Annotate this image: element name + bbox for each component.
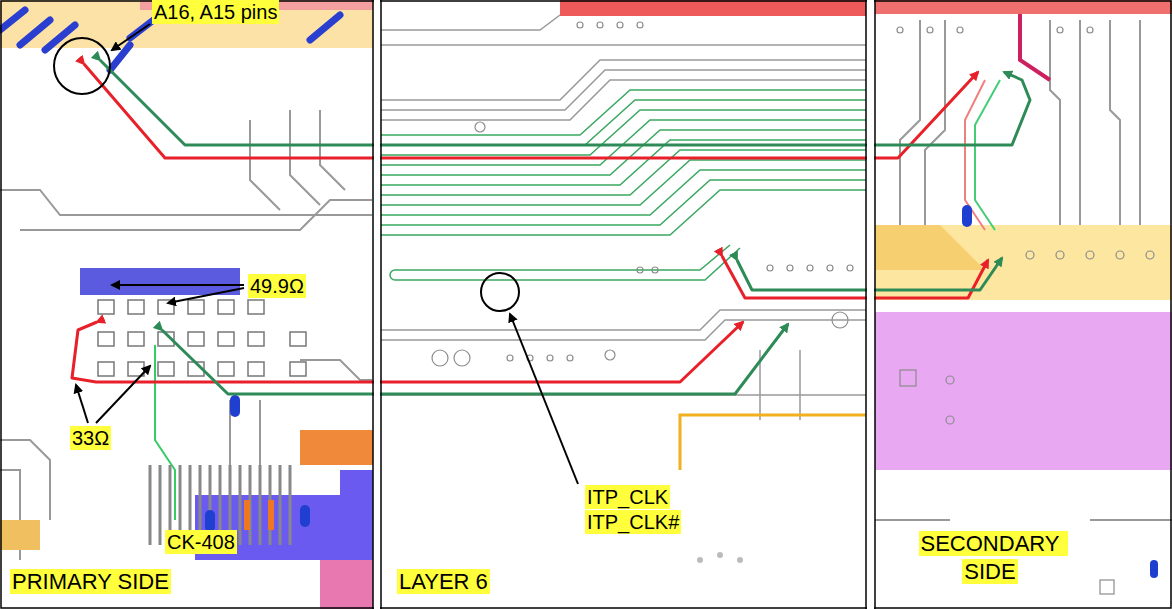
panel-title-box: LAYER 6 — [397, 568, 490, 596]
panel-title-box: PRIMARY SIDE — [10, 568, 171, 596]
panel-title: SECONDARY SIDE — [919, 531, 1068, 584]
route-arrows — [72, 60, 1030, 394]
callout-label: 49.9Ω — [248, 274, 306, 298]
panel-title: LAYER 6 — [397, 569, 490, 594]
callout-label: ITP_CLK — [585, 485, 670, 509]
callout-label: 33Ω — [70, 426, 111, 450]
layer6-panel-art — [381, 0, 866, 563]
panel-title-box: SECONDARY SIDE — [895, 530, 1085, 586]
panel-title: PRIMARY SIDE — [10, 569, 171, 594]
callout-label: A16, A15 pins — [152, 0, 279, 24]
leader-lines — [54, 24, 578, 484]
panel: PRIMARY SIDE — [0, 0, 373, 609]
panel: SECONDARY SIDE — [875, 0, 1172, 609]
primary-panel-art — [0, 0, 373, 609]
callout-label: CK-408 — [165, 530, 237, 554]
callout-label: ITP_CLK# — [585, 510, 681, 534]
